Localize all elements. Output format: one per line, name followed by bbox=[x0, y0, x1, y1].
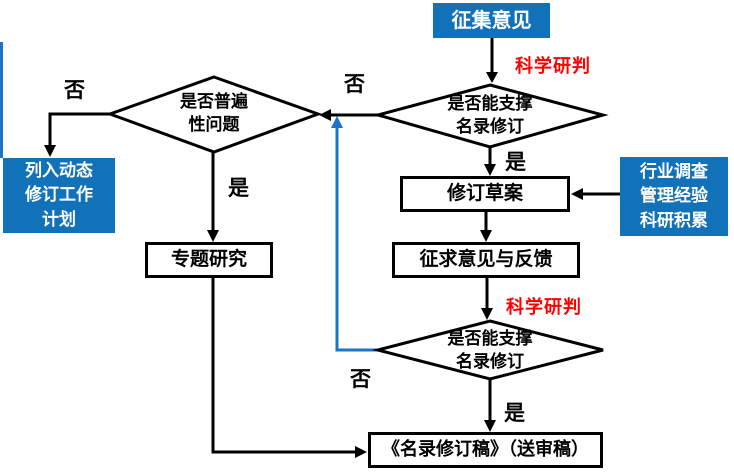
node-solicit-feedback-label: 征求意见与反馈 bbox=[419, 248, 553, 271]
label-yes-top: 是 bbox=[505, 150, 526, 174]
edge-research-to-final bbox=[211, 278, 357, 454]
diamond-common-question bbox=[105, 75, 323, 154]
node-special-research-label: 专题研究 bbox=[170, 248, 247, 271]
label-scientific-judgement-top: 科学研判 bbox=[515, 56, 591, 77]
label-no-bottom: 否 bbox=[350, 367, 371, 391]
node-solicit-feedback: 征求意见与反馈 bbox=[392, 242, 580, 278]
arrowhead-into-research bbox=[207, 230, 219, 242]
diamond-support-top-line1: 是否能支撑 bbox=[447, 94, 533, 115]
diamond-common-line2: 性问题 bbox=[188, 115, 240, 135]
node-plan-line3: 计划 bbox=[42, 209, 76, 230]
node-plan-line2: 修订工作 bbox=[25, 185, 93, 206]
node-sources-line1: 行业调查 bbox=[640, 161, 708, 182]
node-final-draft-label: 《名录修订稿》（送审稿） bbox=[382, 438, 589, 460]
diamond-support-bottom bbox=[372, 319, 604, 381]
node-collect-opinions: 征集意见 bbox=[433, 3, 550, 38]
node-plan-line1: 列入动态 bbox=[25, 160, 93, 181]
left-edge-blue-strip bbox=[0, 42, 3, 158]
arrowhead-sources-into-draft bbox=[571, 188, 583, 200]
arrowhead-into-plan bbox=[44, 145, 56, 157]
label-yes-bottom: 是 bbox=[504, 401, 525, 425]
node-revision-draft-label: 修订草案 bbox=[446, 182, 523, 205]
node-sources-line3: 科研积累 bbox=[640, 210, 708, 231]
node-plan: 列入动态 修订工作 计划 bbox=[3, 158, 115, 233]
label-no-left: 否 bbox=[64, 78, 85, 102]
arrowhead-into-diamond2 bbox=[481, 308, 493, 320]
node-sources-line2: 管理经验 bbox=[640, 186, 708, 207]
node-collect-opinions-label: 征集意见 bbox=[451, 8, 532, 32]
diamond-support-bottom-line2: 名录修订 bbox=[456, 351, 524, 372]
arrowhead-into-diamondleft bbox=[319, 109, 331, 121]
label-scientific-judgement-bottom: 科学研判 bbox=[506, 297, 582, 318]
edge-diamondleft-to-plan bbox=[48, 112, 110, 148]
arrowhead-into-feedback bbox=[480, 230, 492, 242]
arrowhead-loop-up bbox=[331, 116, 343, 128]
diamond-support-top bbox=[372, 83, 609, 149]
node-revision-draft: 修订草案 bbox=[400, 176, 570, 212]
diamond-support-bottom-line1: 是否能支撑 bbox=[447, 328, 533, 349]
diamond-common-line1: 是否普遍 bbox=[180, 92, 248, 113]
arrowhead-research-into-final bbox=[355, 446, 367, 458]
diamond-common-text: 是否普遍 性问题 bbox=[144, 90, 284, 138]
label-no-top: 否 bbox=[344, 72, 365, 96]
diamond-support-bottom-text: 是否能支撑 名录修订 bbox=[408, 327, 572, 374]
arrowhead-into-final bbox=[484, 420, 496, 432]
label-yes-left: 是 bbox=[228, 176, 249, 200]
node-special-research: 专题研究 bbox=[145, 242, 273, 278]
arrowhead-into-diamond1 bbox=[486, 72, 498, 83]
node-sources: 行业调查 管理经验 科研积累 bbox=[620, 157, 728, 236]
arrowhead-into-draft bbox=[484, 164, 496, 176]
node-final-draft: 《名录修订稿》（送审稿） bbox=[368, 432, 603, 468]
edge-loop-diamond2-back bbox=[335, 126, 378, 352]
diamond-support-top-text: 是否能支撑 名录修订 bbox=[408, 92, 572, 140]
diamond-support-top-line2: 名录修订 bbox=[456, 117, 524, 137]
